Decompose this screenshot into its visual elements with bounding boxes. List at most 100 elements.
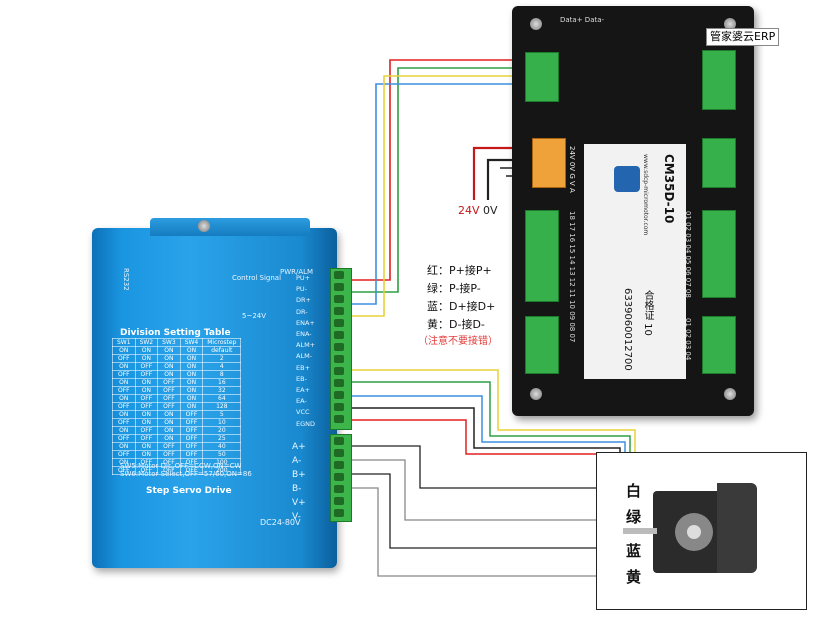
pin-label-egnd: EGND [296,419,316,428]
table-cell: ON [157,362,181,371]
table-cell: 25 [202,434,242,443]
table-cell: 50 [202,450,242,459]
wire-blue-encoder [345,395,626,460]
table-cell: 4 [202,362,242,371]
terminal-screw-icon[interactable] [334,403,344,411]
table-cell: ON [179,370,204,379]
terminal-screw-icon[interactable] [334,461,344,469]
step-servo-label: Step Servo Drive [146,486,232,496]
table-cell: ON [134,386,159,395]
terminal-screw-icon[interactable] [334,295,344,303]
terminal-screw-icon[interactable] [334,509,344,517]
wire-green-pu-minus [345,67,527,293]
controller-screw-icon [530,388,542,400]
table-cell: ON [157,434,181,443]
motor-pin-label: V- [292,512,301,522]
website: www.sdcp-micromotor.com [642,154,649,236]
drive-motor-terminal[interactable] [330,434,352,522]
table-cell: 20 [202,426,242,435]
axis-terminal-right-2[interactable] [702,138,736,188]
table-cell: OFF [157,450,181,459]
table-cell: OFF [179,434,204,443]
axis-terminal-right-1[interactable] [702,50,736,110]
drive-signal-terminal[interactable] [330,268,352,430]
motor-shaft-extension [623,528,657,534]
terminal-screw-icon[interactable] [334,449,344,457]
signal-terminal-block[interactable] [525,52,559,102]
motor-pin-label: A+ [292,442,306,452]
label-green: 绿 [626,508,642,526]
table-header-cell: SW1 [112,338,136,347]
terminal-screw-icon[interactable] [334,355,344,363]
table-cell: 128 [202,402,242,411]
table-cell: OFF [112,434,136,443]
table-cell: OFF [112,450,136,459]
pin-label-ea-minus: EA- [296,397,307,406]
io-numbers: 18 17 16 15 14 13 12 11 10 09 08 07 [568,211,576,343]
legend-blue: 蓝：D+接D+ [427,300,496,313]
pin-label-dr-minusplus: DR+ [296,296,311,305]
drive-top-cap [150,218,310,236]
output-terminal-right[interactable] [702,210,736,298]
table-cell: ON [134,450,159,459]
terminal-screw-icon[interactable] [334,485,344,493]
label-yellow: 黄 [626,568,642,586]
table-cell: ON [157,370,181,379]
table-cell: OFF [157,394,181,403]
table-cell: OFF [157,402,181,411]
pin-label-eb-minusplus: EB+ [296,363,311,372]
table-cell: OFF [179,450,204,459]
terminal-screw-icon[interactable] [334,331,344,339]
serial-number: 6339060012700 [620,286,635,373]
pwr-alm-label: PWR/ALM [280,268,314,276]
table-cell: OFF [134,402,159,411]
wire-phase-a-plus [345,445,614,489]
terminal-screw-icon[interactable] [334,415,344,423]
table-cell: ON [179,354,204,363]
model-name: CM35D-10 [662,154,676,224]
erp-watermark: 管家婆云ERP [706,28,780,46]
terminal-screw-icon[interactable] [334,307,344,315]
rs232-label: RS232 [122,268,130,291]
control-voltage-label: 5~24V [242,312,267,320]
motor-pin-label: B+ [292,470,306,480]
table-cell: 200 [202,466,242,475]
power-terminal-block[interactable] [532,138,566,188]
motor-pin-label: V+ [292,498,306,508]
wire-yellow-encoder [345,369,636,460]
pin-label-pu-minus: PU- [296,285,308,294]
table-cell: OFF [112,386,136,395]
control-signal-label: Control Signal [232,274,282,282]
io-terminal-block-left[interactable] [525,210,559,302]
output-terminal-right-lower[interactable] [702,316,736,374]
terminal-screw-icon[interactable] [334,319,344,327]
power-input-label: DC24-80V [260,518,301,527]
table-cell: ON [112,410,136,419]
terminal-screw-icon[interactable] [334,283,344,291]
io-terminal-block-lower[interactable] [525,316,559,374]
table-cell: ON [179,346,204,355]
product-label: CM35D-10 www.sdcp-micromotor.com [584,144,686,379]
terminal-screw-icon[interactable] [334,343,344,351]
controller-screw-icon [724,18,736,30]
table-cell: ON [134,378,159,387]
terminal-screw-icon[interactable] [334,271,344,279]
terminal-screw-icon[interactable] [334,437,344,445]
terminal-screw-icon[interactable] [334,367,344,375]
pin-label-ena-minusplus: ENA+ [296,318,315,327]
table-cell: ON [157,410,181,419]
terminal-screw-icon[interactable] [334,391,344,399]
terminal-screw-icon[interactable] [334,379,344,387]
terminal-screw-icon[interactable] [334,497,344,505]
pin-label-pu-minusplus: PU+ [296,274,311,282]
output-numbers-2: 01 02 03 04 [684,318,692,361]
terminal-screw-icon[interactable] [334,473,344,481]
brand-logo [614,166,640,192]
table-cell: ON [112,346,136,355]
table-cell: ON [134,418,159,427]
